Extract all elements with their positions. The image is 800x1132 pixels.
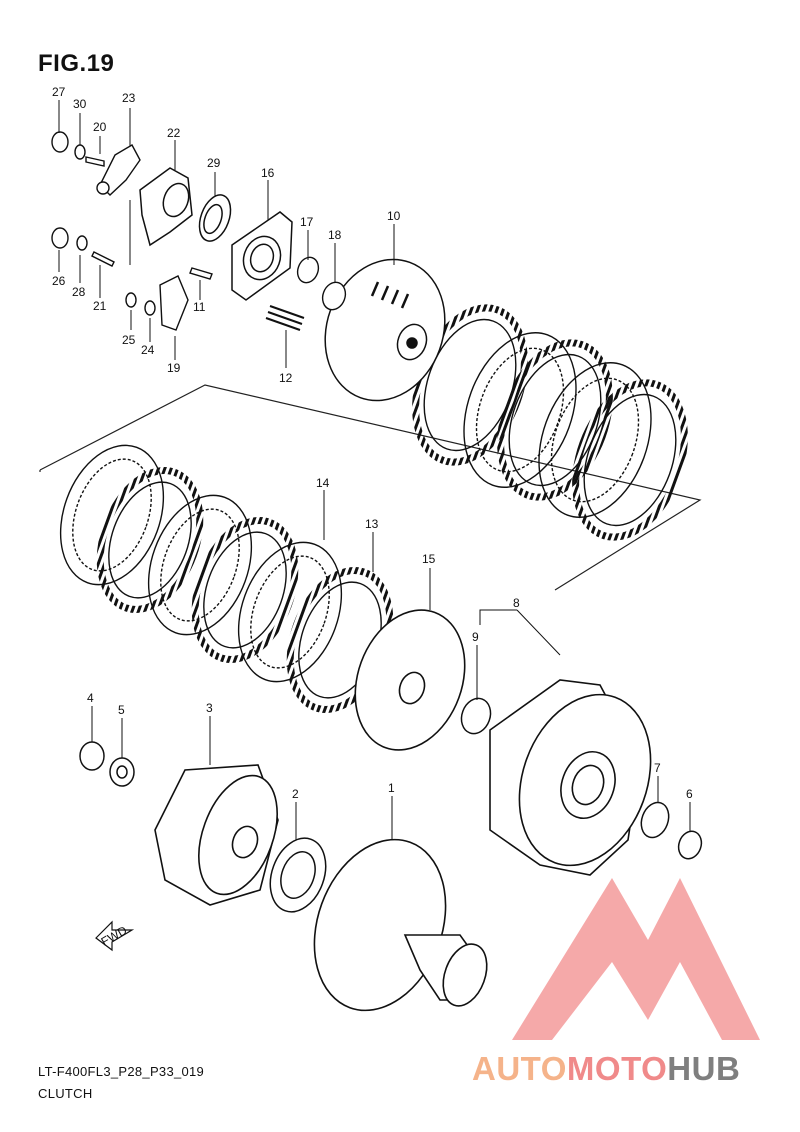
callout-25: 25 xyxy=(122,333,136,347)
callout-8: 8 xyxy=(513,596,520,610)
callout-22: 22 xyxy=(167,126,181,140)
callout-labels: 27 30 20 23 22 29 16 17 18 10 26 28 21 1… xyxy=(52,85,693,801)
callout-24: 24 xyxy=(141,343,155,357)
fwd-arrow: FWD xyxy=(95,920,135,952)
friction-plate xyxy=(96,467,204,613)
spacer-washers xyxy=(460,697,703,860)
callout-18: 18 xyxy=(328,228,342,242)
callout-11: 11 xyxy=(193,300,206,314)
release-lever-22 xyxy=(139,167,193,247)
plain-plate xyxy=(59,444,165,586)
section-title: CLUTCH xyxy=(38,1086,93,1101)
primary-drive-1 xyxy=(313,838,488,1012)
plain-plate-14 xyxy=(237,541,343,683)
callout-10: 10 xyxy=(387,209,401,223)
callout-13: 13 xyxy=(365,517,379,531)
figure-title: FIG.19 xyxy=(38,50,115,77)
callout-14: 14 xyxy=(316,476,330,490)
friction-plate xyxy=(497,339,613,501)
plain-plate xyxy=(147,494,253,636)
callout-21: 21 xyxy=(93,299,107,313)
hardware-small xyxy=(51,131,347,331)
callout-7: 7 xyxy=(654,761,661,775)
pressure-plate-10 xyxy=(324,258,446,402)
plate-stack-frame xyxy=(39,384,702,591)
brand-part-hub: HUB xyxy=(667,1050,741,1087)
nut-washer xyxy=(79,741,135,787)
callout-15: 15 xyxy=(422,552,436,566)
callout-1: 1 xyxy=(388,781,395,795)
watermark-logo xyxy=(512,878,760,1040)
brand-part-moto: MOTO xyxy=(566,1050,668,1087)
callout-5: 5 xyxy=(118,703,125,717)
callout-9: 9 xyxy=(472,630,479,644)
callout-26: 26 xyxy=(52,274,66,288)
callout-3: 3 xyxy=(206,701,213,715)
callout-12: 12 xyxy=(279,371,293,385)
callout-29: 29 xyxy=(207,156,221,170)
fwd-label: FWD xyxy=(99,923,130,949)
lever-23 xyxy=(96,144,141,196)
callout-19: 19 xyxy=(167,361,181,375)
bearing-29 xyxy=(198,194,232,242)
pressure-disc-15 xyxy=(354,609,466,751)
callout-17: 17 xyxy=(300,215,314,229)
brand-part-auto: AUTO xyxy=(472,1050,567,1087)
friction-plate xyxy=(572,379,688,541)
plain-plate xyxy=(538,362,652,518)
clutch-housing-8 xyxy=(489,679,652,876)
diagram-code: LT-F400FL3_P28_P33_019 xyxy=(38,1064,205,1079)
bearing-holder-16 xyxy=(231,211,293,301)
clutch-hub-3 xyxy=(154,764,279,906)
callout-20: 20 xyxy=(93,120,107,134)
leader-lines xyxy=(58,100,691,840)
watermark-brand: AUTOMOTOHUB xyxy=(472,1050,794,1090)
callout-2: 2 xyxy=(292,787,299,801)
callout-30: 30 xyxy=(73,97,87,111)
callout-23: 23 xyxy=(122,91,136,105)
callout-16: 16 xyxy=(261,166,275,180)
callout-27: 27 xyxy=(52,85,66,99)
bearing-2 xyxy=(269,837,327,913)
callout-6: 6 xyxy=(686,787,693,801)
callout-4: 4 xyxy=(87,691,94,705)
callout-28: 28 xyxy=(72,285,86,299)
friction-plate xyxy=(191,517,299,663)
